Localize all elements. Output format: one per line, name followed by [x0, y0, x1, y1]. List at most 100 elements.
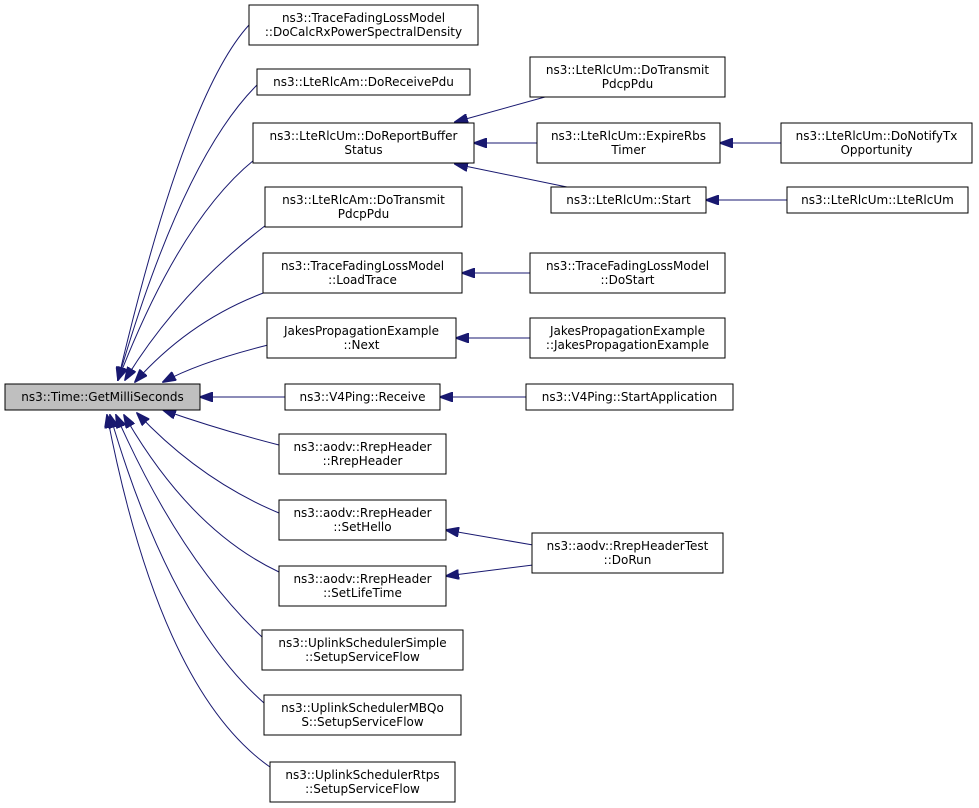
node-box	[278, 499, 447, 541]
graph-node[interactable]: ns3::LteRlcAm::DoReceivePdu	[256, 68, 471, 96]
graph-node[interactable]: ns3::aodv::RrepHeader::SetLifeTime	[278, 565, 447, 607]
node-label: ns3::LteRlcUm::ExpireRbs	[551, 129, 706, 143]
node-label: ns3::LteRlcUm::DoReportBuffer	[270, 129, 458, 143]
graph-node[interactable]: ns3::UplinkSchedulerRtps::SetupServiceFl…	[269, 761, 456, 803]
node-label: ns3::Time::GetMilliSeconds	[21, 390, 184, 404]
node-label: ::SetHello	[333, 520, 391, 534]
node-box	[262, 252, 463, 294]
node-label: ::JakesPropagationExample	[546, 338, 709, 352]
node-label: ns3::V4Ping::Receive	[299, 390, 425, 404]
graph-node[interactable]: JakesPropagationExample::JakesPropagatio…	[529, 317, 726, 359]
node-box	[278, 433, 447, 475]
node-label: ns3::UplinkSchedulerMBQo	[281, 701, 444, 715]
node-box	[525, 383, 734, 411]
edge-n8-to-root	[163, 410, 280, 446]
graph-node[interactable]: ns3::aodv::RrepHeaderTest::DoRun	[531, 532, 724, 574]
node-label: Timer	[610, 143, 645, 157]
edge-n22-to-n10	[446, 564, 534, 576]
node-label: ::DoStart	[601, 273, 655, 287]
graph-node[interactable]: ns3::LteRlcUm::LteRlcUm	[786, 186, 969, 214]
node-label: ::SetupServiceFlow	[305, 782, 420, 796]
node-box	[269, 761, 456, 803]
node-label: ::SetupServiceFlow	[305, 650, 420, 664]
node-box	[278, 565, 447, 607]
node-box	[284, 383, 441, 411]
root-node[interactable]: ns3::Time::GetMilliSeconds	[4, 383, 201, 411]
node-box	[529, 317, 726, 359]
node-label: Opportunity	[840, 143, 912, 157]
edge-n6-to-root	[163, 344, 269, 382]
node-box	[256, 68, 471, 96]
node-label: ns3::UplinkSchedulerRtps	[285, 768, 439, 782]
edge-n10-to-root	[124, 415, 280, 573]
node-box	[264, 186, 463, 228]
graph-node[interactable]: ns3::aodv::RrepHeader::SetHello	[278, 499, 447, 541]
node-label: ns3::TraceFadingLossModel	[281, 259, 444, 273]
edge-n9-to-root	[137, 413, 280, 514]
node-label: JakesPropagationExample	[549, 324, 705, 338]
node-label: ::RrepHeader	[323, 454, 403, 468]
node-label: ::DoCalcRxPowerSpectralDensity	[265, 25, 462, 39]
node-box	[529, 56, 726, 98]
node-label: ns3::LteRlcUm::Start	[566, 193, 691, 207]
node-box	[529, 252, 726, 294]
node-box	[531, 532, 724, 574]
edge-n11-to-root	[116, 415, 263, 638]
node-label: ::Next	[343, 338, 379, 352]
graph-node[interactable]: ns3::LteRlcUm::Start	[550, 186, 707, 214]
node-box	[263, 694, 462, 736]
graph-node[interactable]: ns3::TraceFadingLossModel::DoCalcRxPower…	[248, 4, 479, 46]
node-box	[261, 629, 464, 671]
node-box	[780, 122, 973, 164]
graph-node[interactable]: ns3::TraceFadingLossModel::LoadTrace	[262, 252, 463, 294]
edge-n13-to-root	[107, 415, 271, 768]
node-label: PdcpPdu	[602, 77, 654, 91]
node-label: ns3::aodv::RrepHeader	[293, 572, 431, 586]
node-label: ns3::V4Ping::StartApplication	[542, 390, 717, 404]
graph-node[interactable]: ns3::V4Ping::Receive	[284, 383, 441, 411]
graph-node[interactable]: JakesPropagationExample::Next	[266, 317, 457, 359]
node-label: ns3::LteRlcUm::LteRlcUm	[801, 193, 954, 207]
node-label: ::SetLifeTime	[323, 586, 402, 600]
graph-node[interactable]: ns3::TraceFadingLossModel::DoStart	[529, 252, 726, 294]
edge-n3-to-root	[118, 159, 255, 380]
node-label: ns3::TraceFadingLossModel	[282, 11, 445, 25]
node-label: ns3::aodv::RrepHeaderTest	[547, 539, 709, 553]
graph-node[interactable]: ns3::UplinkSchedulerSimple::SetupService…	[261, 629, 464, 671]
edge-n16-to-n3	[455, 164, 568, 188]
node-box	[786, 186, 969, 214]
edge-n22-to-n9	[446, 530, 534, 546]
node-label: S::SetupServiceFlow	[301, 715, 424, 729]
edge-n5-to-root	[135, 291, 267, 382]
node-box	[266, 317, 457, 359]
node-label: ::DoRun	[604, 553, 652, 567]
node-label: ns3::LteRlcAm::DoReceivePdu	[273, 75, 454, 89]
graph-node[interactable]: ns3::UplinkSchedulerMBQoS::SetupServiceF…	[263, 694, 462, 736]
node-box	[4, 383, 201, 411]
node-label: ns3::TraceFadingLossModel	[546, 259, 709, 273]
edge-n4-to-root	[125, 221, 271, 380]
graph-node[interactable]: ns3::aodv::RrepHeader::RrepHeader	[278, 433, 447, 475]
node-box	[252, 122, 475, 164]
node-label: ns3::LteRlcUm::DoNotifyTx	[796, 129, 958, 143]
node-box	[550, 186, 707, 214]
graph-node[interactable]: ns3::V4Ping::StartApplication	[525, 383, 734, 411]
node-label: JakesPropagationExample	[283, 324, 439, 338]
node-label: Status	[344, 143, 382, 157]
nodes-layer: ns3::Time::GetMilliSeconds ns3::TraceFadi…	[4, 4, 973, 803]
node-box	[536, 122, 721, 164]
node-label: ns3::aodv::RrepHeader	[293, 506, 431, 520]
node-label: ns3::UplinkSchedulerSimple	[278, 636, 446, 650]
node-box	[248, 4, 479, 46]
edges-layer	[107, 24, 787, 768]
edge-n14-to-n3	[455, 96, 546, 122]
node-label: PdcpPdu	[338, 207, 390, 221]
edge-n1-to-root	[118, 24, 250, 380]
node-label: ::LoadTrace	[328, 273, 397, 287]
